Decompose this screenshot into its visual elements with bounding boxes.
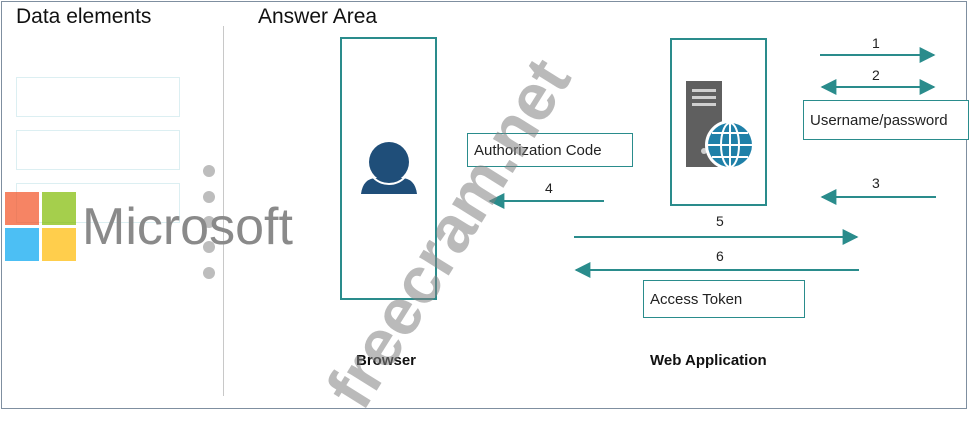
user-icon bbox=[361, 140, 417, 194]
data-element-slot[interactable] bbox=[16, 130, 180, 170]
username-password-box[interactable]: Username/password bbox=[803, 100, 969, 140]
step-number-3: 3 bbox=[872, 175, 880, 191]
access-token-box[interactable]: Access Token bbox=[643, 280, 805, 318]
web-application-caption: Web Application bbox=[650, 352, 767, 369]
drag-handle-dot[interactable] bbox=[203, 216, 215, 228]
answer-area-title: Answer Area bbox=[258, 5, 378, 28]
step-number-4: 4 bbox=[545, 180, 553, 196]
step-number-5: 5 bbox=[716, 213, 724, 229]
data-elements-title: Data elements bbox=[16, 5, 152, 28]
drag-handle-dot[interactable] bbox=[203, 191, 215, 203]
flow-arrows bbox=[488, 47, 936, 278]
web-server-icon bbox=[686, 81, 755, 170]
drag-handle-dot[interactable] bbox=[203, 267, 215, 279]
step-number-6: 6 bbox=[716, 248, 724, 264]
data-element-slot[interactable] bbox=[16, 77, 180, 117]
step-number-2: 2 bbox=[872, 67, 880, 83]
panel-divider bbox=[223, 26, 224, 396]
diagram-frame bbox=[1, 1, 967, 409]
browser-caption: Browser bbox=[356, 352, 417, 369]
microsoft-logo-icon bbox=[5, 192, 76, 261]
microsoft-logo-text: Microsoft bbox=[82, 198, 293, 256]
drag-handle-dot[interactable] bbox=[203, 165, 215, 177]
drag-handle-dot[interactable] bbox=[203, 241, 215, 253]
authorization-code-box[interactable]: Authorization Code bbox=[467, 133, 633, 167]
step-number-1: 1 bbox=[872, 35, 880, 51]
